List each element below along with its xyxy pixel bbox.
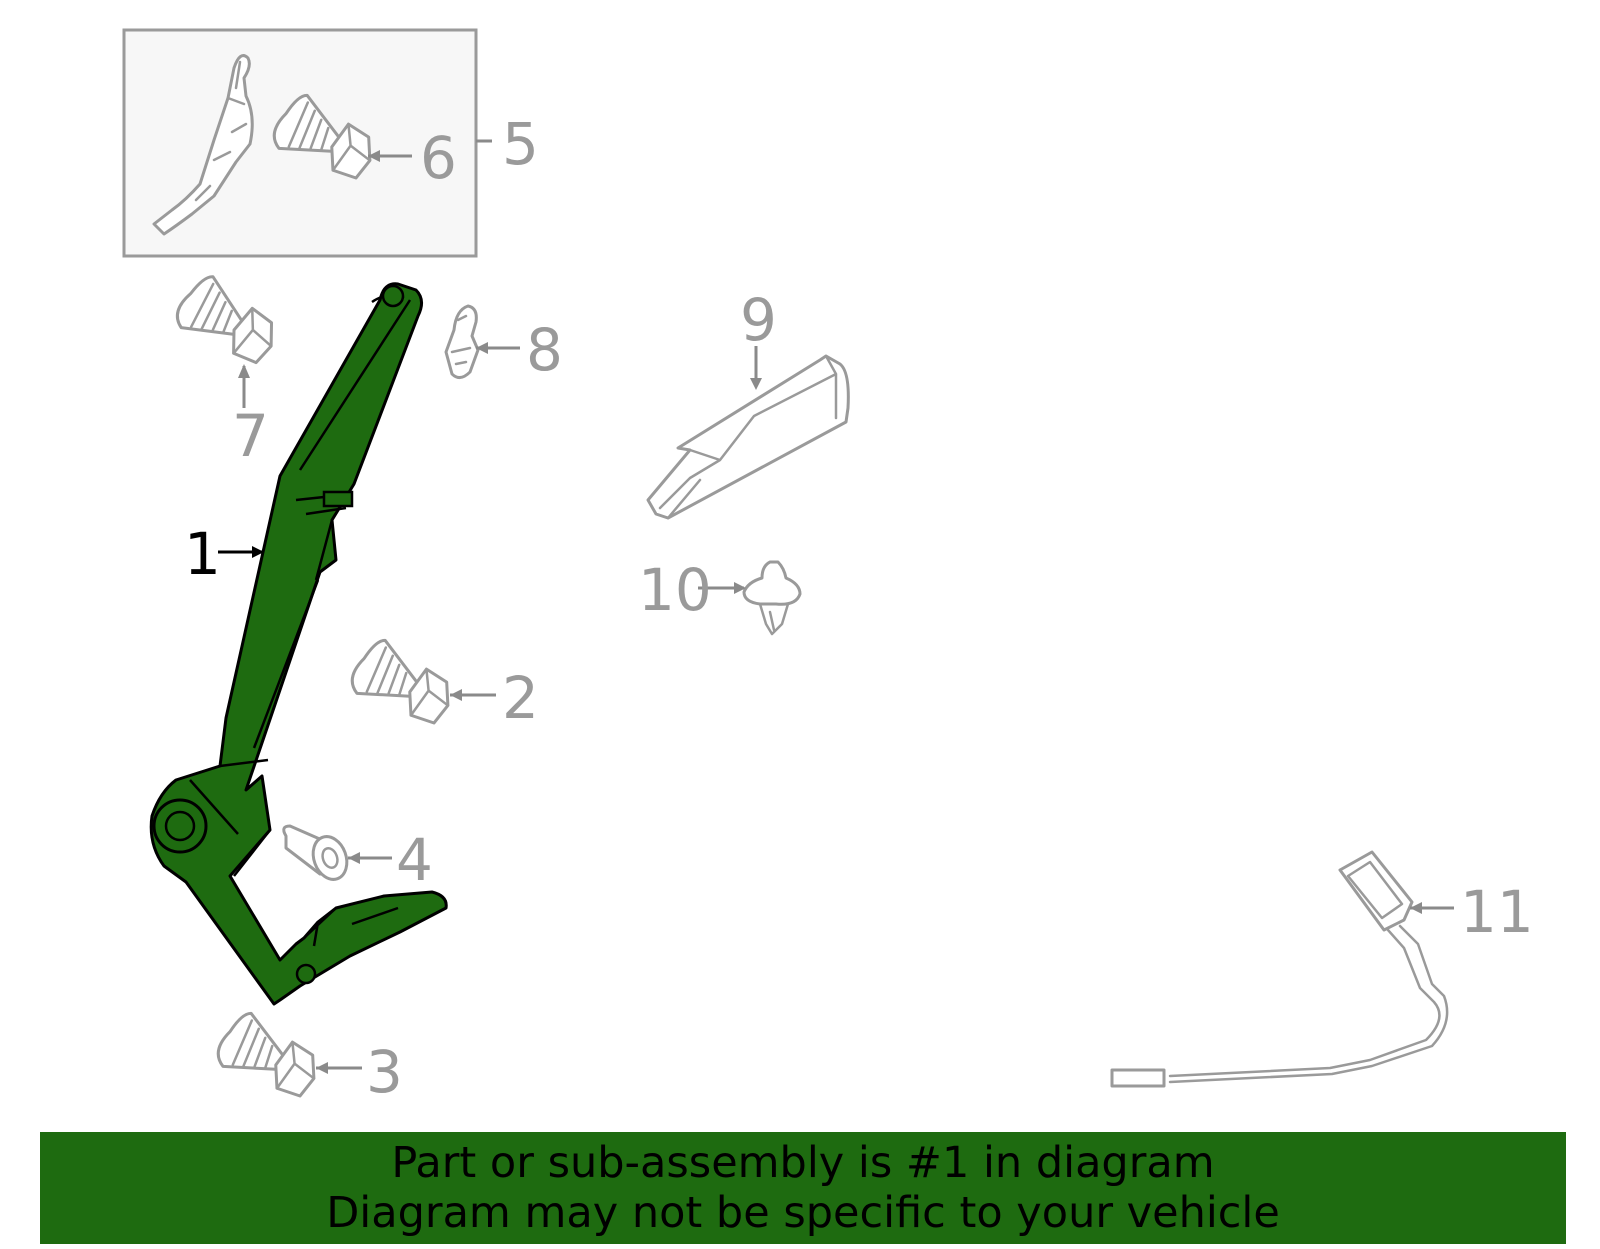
callout-5: 5 xyxy=(502,110,539,178)
callout-1: 1 xyxy=(184,520,221,588)
info-banner: Part or sub-assembly is #1 in diagram Di… xyxy=(40,1132,1566,1244)
callout-8: 8 xyxy=(526,316,563,384)
callout-2: 2 xyxy=(502,664,539,732)
seat-belt-retractor-assembly-icon xyxy=(149,282,448,1006)
banner-background xyxy=(40,1132,1566,1244)
callout-4: 4 xyxy=(396,826,433,894)
banner-line-2: Diagram may not be specific to your vehi… xyxy=(326,1188,1280,1238)
callout-3: 3 xyxy=(366,1038,403,1106)
bolt-3-icon xyxy=(210,1005,329,1109)
bracket-icon xyxy=(152,54,254,236)
callout-6: 6 xyxy=(420,124,457,192)
callout-11: 11 xyxy=(1460,878,1534,946)
clip-8-icon xyxy=(444,304,480,379)
trim-cover-9-icon xyxy=(646,354,850,520)
callout-9: 9 xyxy=(740,286,777,354)
push-pin-clip-10-icon xyxy=(742,560,802,636)
callout-10: 10 xyxy=(638,556,712,624)
seat-belt-buckle-11-icon xyxy=(1110,850,1449,1088)
callout-7: 7 xyxy=(232,402,269,470)
bolt-2-icon xyxy=(344,632,463,736)
cone-nut-4-icon xyxy=(282,824,349,881)
banner-line-1: Part or sub-assembly is #1 in diagram xyxy=(391,1138,1215,1188)
bolt-7-icon xyxy=(169,268,288,375)
